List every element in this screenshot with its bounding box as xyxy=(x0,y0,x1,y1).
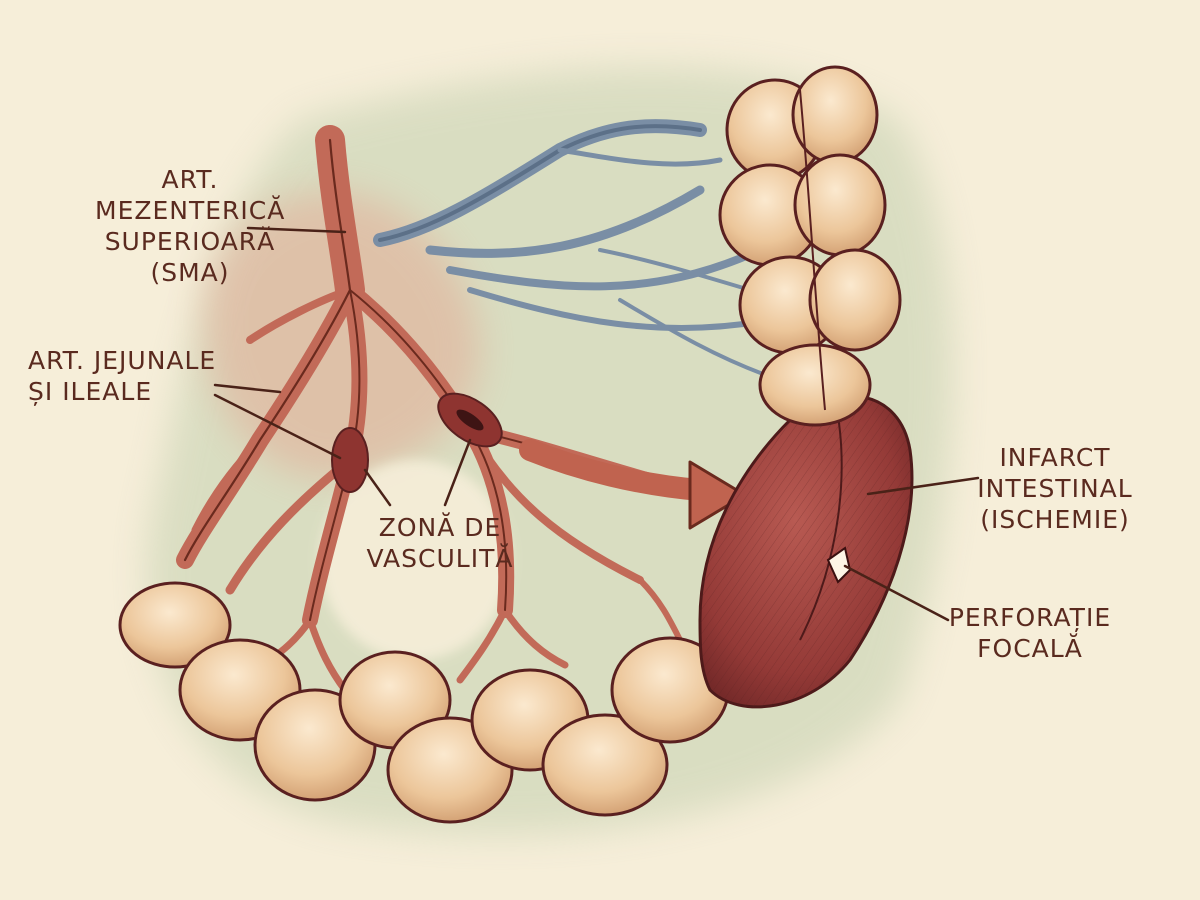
leader-infarct xyxy=(866,476,980,496)
label-sma-line: ART. xyxy=(161,165,219,194)
leader-vasculitis-2 xyxy=(443,438,472,507)
label-perforation-line: PERFORAȚIE xyxy=(948,603,1112,632)
leader-vasculitis-1 xyxy=(363,468,392,507)
leader-perforation xyxy=(843,564,950,622)
label-vasculitis-line: ZONĂ DE xyxy=(378,513,502,542)
label-sma: ART. MEZENTERICĂ SUPERIOARĂ (SMA) xyxy=(95,164,285,288)
direction-arrow xyxy=(519,439,747,530)
leader-jejunal-2 xyxy=(213,393,342,460)
label-perforation-line: FOCALĂ xyxy=(977,634,1083,663)
label-vasculitis: ZONĂ DE VASCULITĂ xyxy=(355,512,525,574)
label-infarct-line: INTESTINAL xyxy=(977,474,1133,503)
label-jejunal-ileal: ART. JEJUNALE ȘI ILEALE xyxy=(28,345,216,407)
label-sma-line: SUPERIOARĂ xyxy=(104,227,276,256)
label-sma-line: (SMA) xyxy=(150,258,230,287)
colon-segment xyxy=(718,65,902,427)
leader-jejunal-1 xyxy=(213,383,282,394)
label-infarct-line: (ISCHEMIE) xyxy=(980,505,1130,534)
label-jejunal-line: ART. JEJUNALE xyxy=(28,346,217,375)
leader-sma xyxy=(246,226,347,234)
label-infarct: INFARCT INTESTINAL (ISCHEMIE) xyxy=(960,442,1150,535)
label-jejunal-line: ȘI ILEALE xyxy=(28,377,153,406)
label-sma-line: MEZENTERICĂ xyxy=(95,196,286,225)
small-intestine-loops xyxy=(118,581,730,824)
label-vasculitis-line: VASCULITĂ xyxy=(366,544,514,573)
mesenteric-veins xyxy=(373,119,782,382)
label-infarct-line: INFARCT xyxy=(999,443,1111,472)
leader-lines xyxy=(213,226,980,622)
vasculitis-lesions xyxy=(331,392,503,493)
infarcted-segment xyxy=(698,394,914,709)
label-perforation: PERFORAȚIE FOCALĂ xyxy=(945,602,1115,664)
